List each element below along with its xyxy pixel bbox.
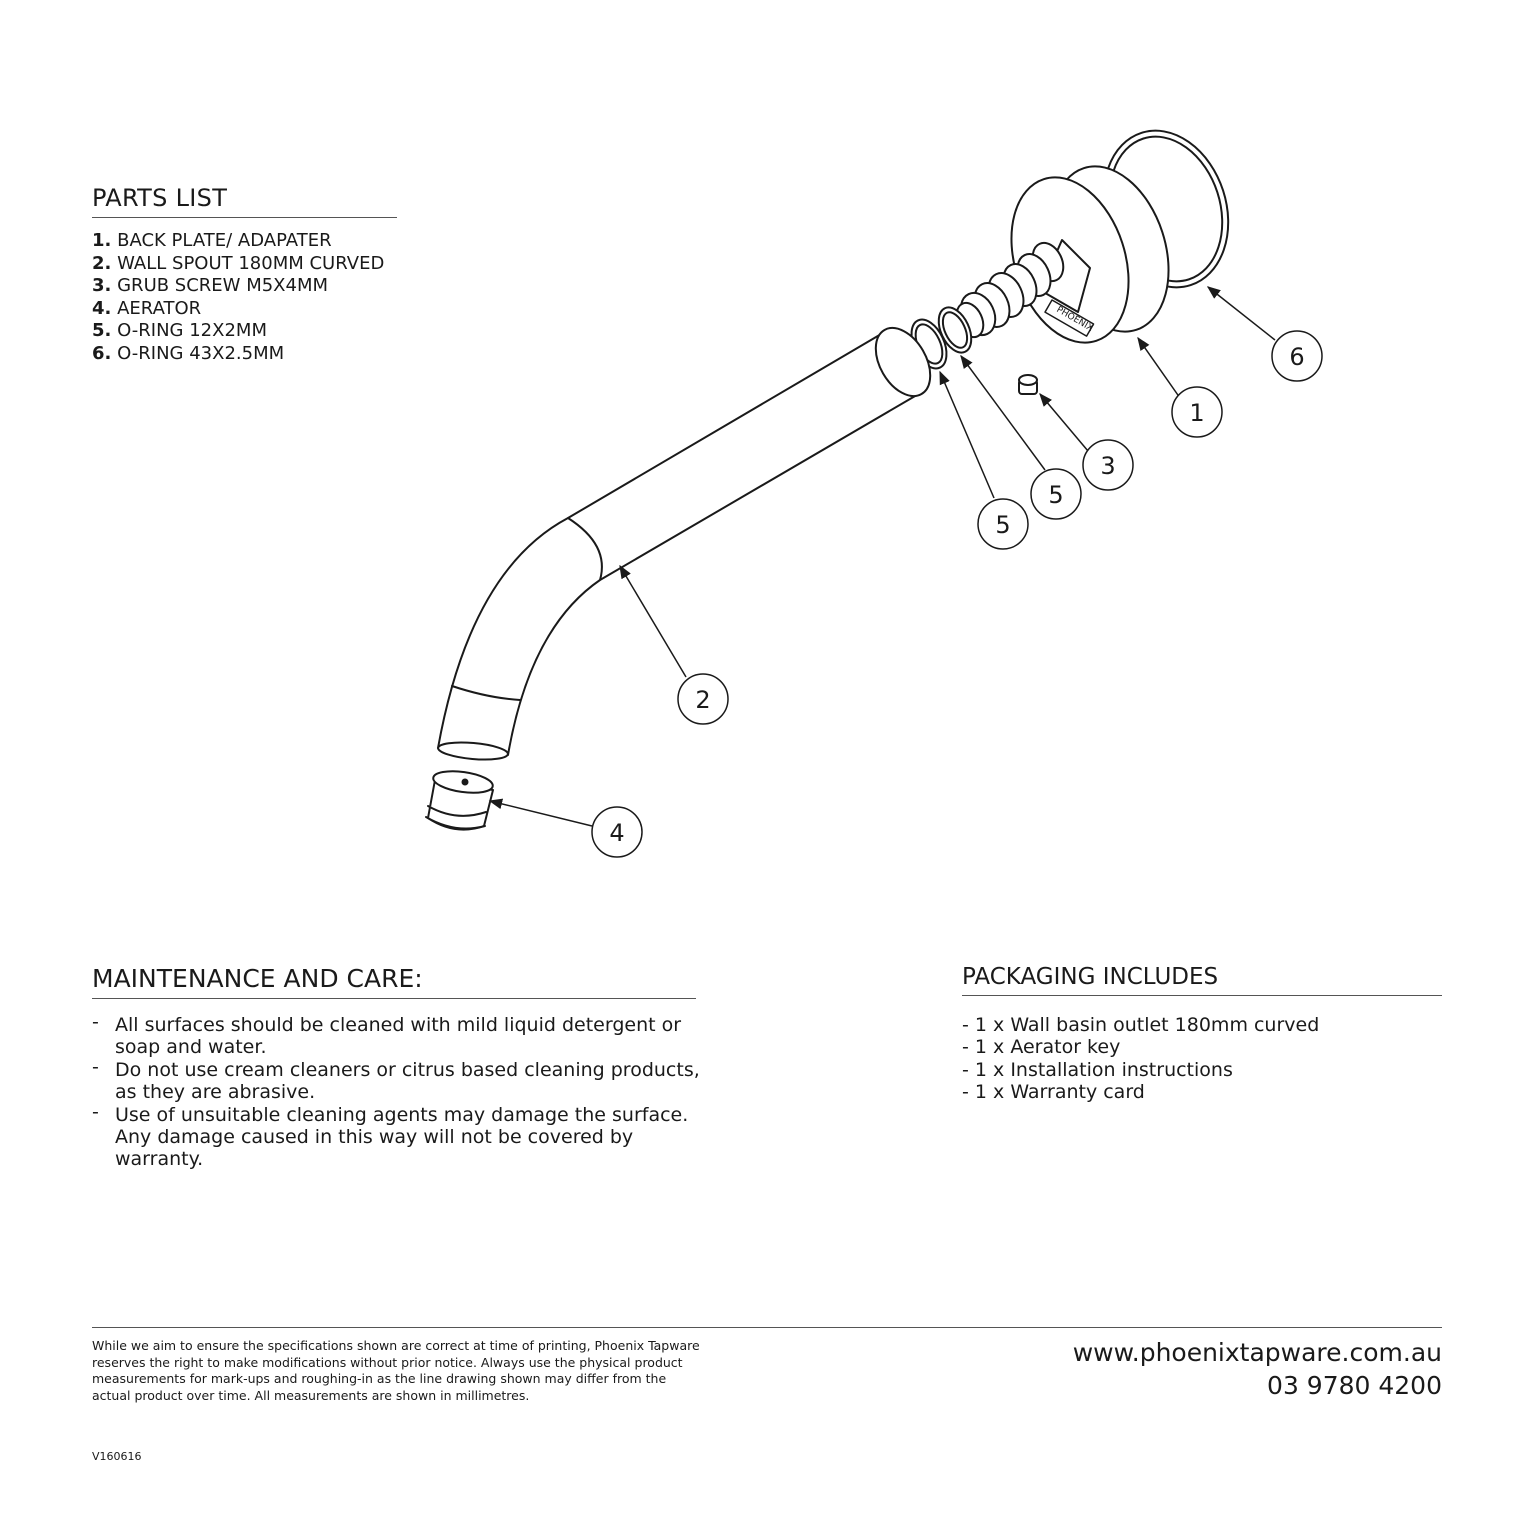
- grub-screw-part: [1018, 374, 1038, 395]
- callout-4: 4: [609, 819, 624, 847]
- parts-list-title: PARTS LIST: [92, 184, 397, 218]
- parts-list-item: 5. O-RING 12X2MM: [92, 320, 267, 342]
- packaging-title: PACKAGING INCLUDES: [962, 964, 1442, 996]
- maintenance-item: Use of unsuitable cleaning agents may da…: [92, 1101, 702, 1171]
- callout-5-upper: 5: [1048, 481, 1063, 509]
- callout-3: 3: [1100, 452, 1115, 480]
- packaging-item: 1 x Aerator key: [962, 1036, 1319, 1058]
- version-code: V160616: [92, 1450, 142, 1463]
- packaging-item: 1 x Wall basin outlet 180mm curved: [962, 1014, 1319, 1036]
- parts-list-item: 4. AERATOR: [92, 297, 202, 319]
- packaging-item: 1 x Installation instructions: [962, 1059, 1319, 1081]
- contact-block: www.phoenixtapware.com.au 03 9780 4200: [1073, 1336, 1442, 1402]
- callout-5-lower: 5: [995, 511, 1010, 539]
- phone-number: 03 9780 4200: [1267, 1371, 1442, 1400]
- exploded-parts-drawing: PHOENIX: [425, 129, 1323, 858]
- callout-6: 6: [1289, 343, 1304, 371]
- parts-list-item: 6. O-RING 43X2.5MM: [92, 342, 285, 364]
- aerator-part: [425, 770, 494, 831]
- packaging-list: 1 x Wall basin outlet 180mm curved 1 x A…: [962, 1014, 1319, 1104]
- callout-1: 1: [1189, 399, 1204, 427]
- callout-2: 2: [695, 686, 710, 714]
- footer-divider: [92, 1327, 1442, 1328]
- packaging-item: 1 x Warranty card: [962, 1081, 1319, 1103]
- maintenance-title: MAINTENANCE AND CARE:: [92, 964, 696, 999]
- disclaimer-text: While we aim to ensure the specification…: [92, 1338, 700, 1403]
- wall-spout-part: [437, 326, 932, 761]
- website-link[interactable]: www.phoenixtapware.com.au: [1072, 1338, 1442, 1367]
- parts-list-item: 1. BACK PLATE/ ADAPATER: [92, 230, 332, 251]
- maintenance-item: All surfaces should be cleaned with mild…: [92, 1011, 702, 1059]
- maintenance-list: All surfaces should be cleaned with mild…: [92, 1011, 702, 1171]
- parts-list: 1. BACK PLATE/ ADAPATER 2. WALL SPOUT 18…: [92, 230, 384, 366]
- parts-list-item: 3. GRUB SCREW M5X4MM: [92, 275, 329, 297]
- maintenance-item: Do not use cream cleaners or citrus base…: [92, 1056, 702, 1104]
- parts-list-item: 2. WALL SPOUT 180MM CURVED: [92, 252, 385, 274]
- threaded-stem-part: [955, 241, 1065, 339]
